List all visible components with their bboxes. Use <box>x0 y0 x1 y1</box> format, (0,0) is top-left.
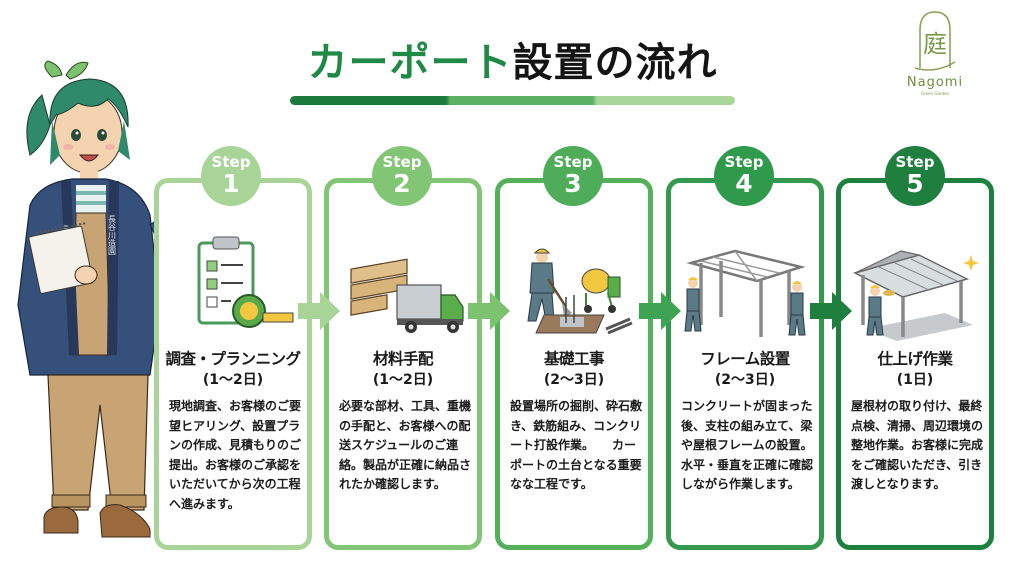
step-description: 屋根材の取り付け、最終点検、清掃、周辺環境の整地作業。お客様に完成をご確認いただ… <box>851 399 984 491</box>
carport-finish-icon <box>852 250 979 341</box>
step-title: 材料手配 <box>372 350 434 368</box>
logo: 庭 Nagomi Green Garden <box>902 8 968 98</box>
step-badge-3: Step 3 <box>543 146 603 206</box>
step-card-1: 調査・プランニング (1〜2日) 現地調査、お客様のご要望ヒアリング、設置プラン… <box>154 178 312 550</box>
step-number: 2 <box>393 169 411 198</box>
step-description: 設置場所の掘削、砕石敷き、鉄筋組み、コンクリート打設作業。 カーポートの土台とな… <box>510 399 643 491</box>
svg-text:庭: 庭 <box>923 30 947 58</box>
title-accent: カーポート <box>307 40 513 86</box>
step-number: 5 <box>906 169 924 198</box>
page-title: カーポート設置の流れ <box>290 38 735 88</box>
step-number: 4 <box>735 169 753 198</box>
logo-subtitle: Green Garden <box>920 91 950 96</box>
step-label: Step <box>553 153 593 171</box>
title-rest: 設置の流れ <box>512 40 718 86</box>
step-card-2: 材料手配 (1〜2日) 必要な部材、工具、重機の手配と、お客様への配送スケジュー… <box>324 178 482 550</box>
step-title: フレーム設置 <box>700 350 790 368</box>
step-card-4: フレーム設置 (2〜3日) コンクリートが固まった後、支柱の組み立て、梁や屋根フ… <box>666 178 824 550</box>
logo-name: Nagomi <box>906 75 964 90</box>
step-badge-4: Step 4 <box>714 146 774 206</box>
lumber-truck-icon <box>350 258 464 333</box>
svg-text:長谷川造園: 長谷川造園 <box>108 215 117 256</box>
arrow-right-icon <box>298 292 340 330</box>
step-title: 基礎工事 <box>543 350 605 368</box>
step-description: 必要な部材、工具、重機の手配と、お客様への配送スケジュールのご連絡。製品が正確に… <box>339 399 472 491</box>
step-number: 1 <box>222 169 240 198</box>
step-card-5: 仕上げ作業 (1日) 屋根材の取り付け、最終点検、清掃、周辺環境の整地作業。お客… <box>836 178 994 550</box>
step-label: Step <box>895 153 935 171</box>
clipboard-tape-measure-icon <box>197 236 294 328</box>
step-label: Step <box>211 153 251 171</box>
step-duration: (2〜3日) <box>543 372 605 388</box>
arrow-right-icon <box>468 292 510 330</box>
step-label: Step <box>724 153 764 171</box>
step-label: Step <box>382 153 422 171</box>
step-card-3: 基礎工事 (2〜3日) 設置場所の掘削、砕石敷き、鉄筋組み、コンクリート打設作業… <box>495 178 653 550</box>
frame-assembly-icon <box>684 249 806 337</box>
step-number: 3 <box>564 169 582 198</box>
mascot-girl-icon: 長谷 長谷川造園 <box>17 60 200 538</box>
step-duration: (1〜2日) <box>372 372 434 388</box>
step-badge-5: Step 5 <box>885 146 945 206</box>
step-duration: (1日) <box>896 372 934 388</box>
step-title: 調査・プランニング <box>165 350 301 368</box>
step-badge-2: Step 2 <box>372 146 432 206</box>
foundation-worker-icon <box>527 248 633 335</box>
arrow-right-icon <box>639 292 681 330</box>
step-title: 仕上げ作業 <box>877 350 953 368</box>
title-underline <box>290 96 735 105</box>
step-description: コンクリートが固まった後、支柱の組み立て、梁や屋根フレームの設置。水平・垂直を正… <box>681 399 814 491</box>
step-duration: (1〜2日) <box>202 372 264 388</box>
logo-mark-icon: 庭 <box>914 11 956 71</box>
step-duration: (2〜3日) <box>714 372 776 388</box>
step-badge-1: Step 1 <box>201 146 261 206</box>
step-description: 現地調査、お客様のご要望ヒアリング、設置プランの作成、見積もりのご提出。お客様の… <box>169 399 302 511</box>
arrow-right-icon <box>810 292 852 330</box>
